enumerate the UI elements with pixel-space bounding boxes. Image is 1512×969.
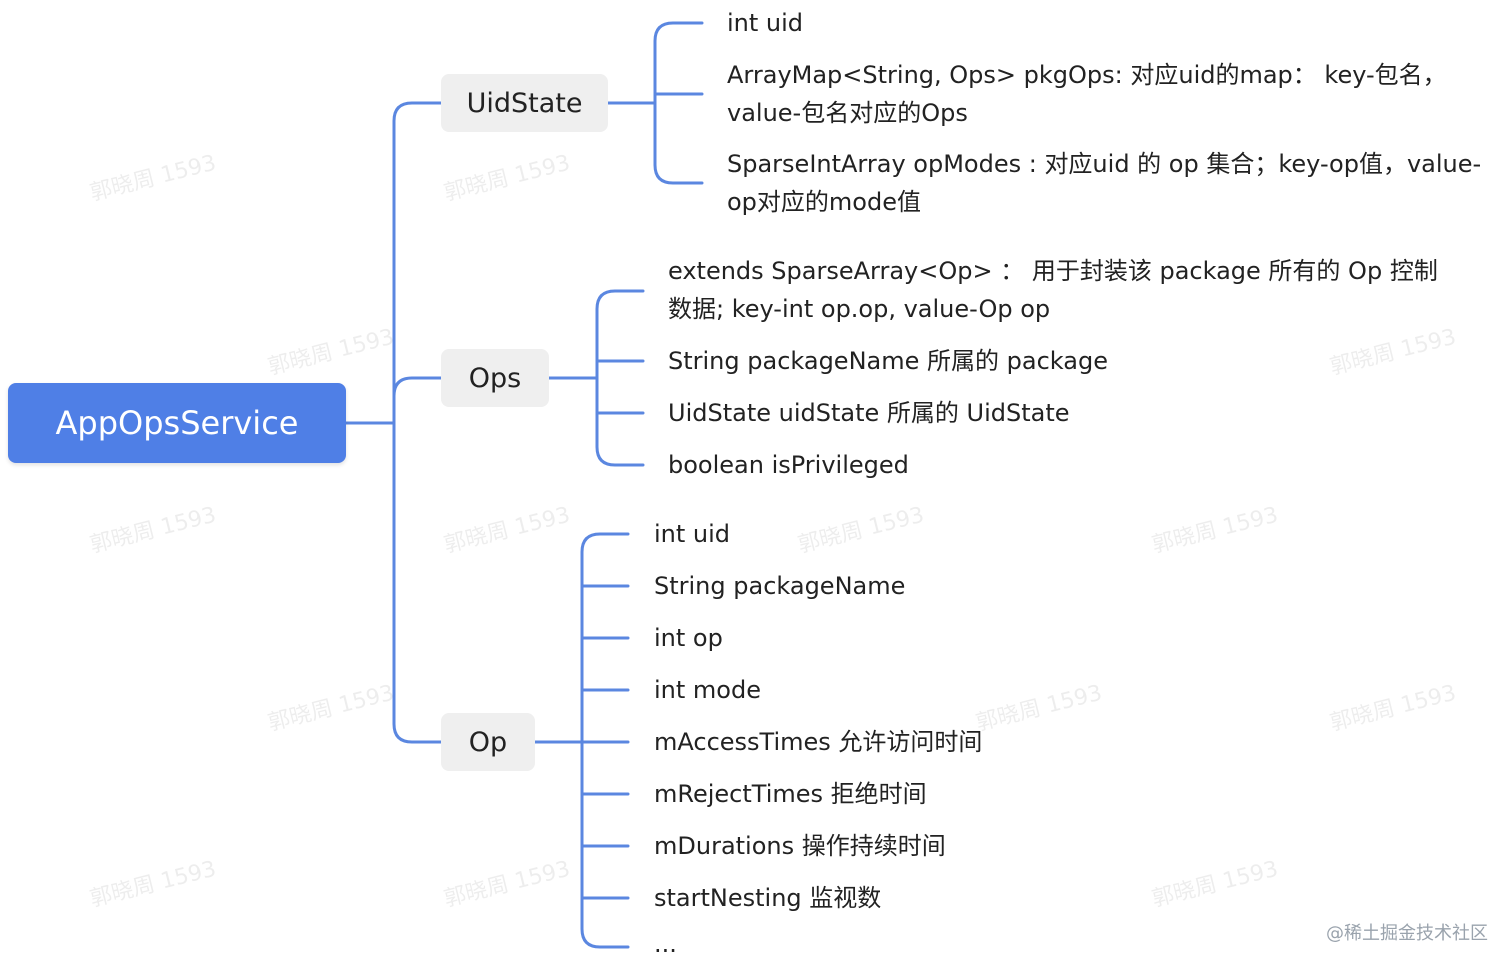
leaf-uidstate-item[interactable]: int uid — [727, 9, 804, 37]
leaf-op-item[interactable]: mRejectTimes 拒绝时间 — [654, 780, 927, 808]
leaf-op-item[interactable]: ... — [654, 930, 677, 958]
connector-uidstate-child — [653, 21, 704, 185]
branch-uidstate[interactable]: UidState — [441, 74, 608, 132]
leaf-ops-item[interactable]: UidState uidState 所属的 UidState — [668, 399, 1070, 427]
root-node[interactable]: AppOpsService — [8, 383, 346, 463]
connector-op — [392, 421, 443, 744]
root-label: AppOpsService — [55, 404, 299, 442]
leaf-ops-item[interactable]: boolean isPrivileged — [668, 451, 909, 479]
site-credit: @稀土掘金技术社区 — [1326, 923, 1488, 944]
leaf-ops-item[interactable]: extends SparseArray<Op> ： 用于封装该 package … — [668, 257, 1438, 323]
leaf-uidstate-item[interactable]: ArrayMap<String, Ops> pkgOps: 对应uid的map：… — [727, 61, 1447, 127]
leaf-ops-item[interactable]: String packageName 所属的 package — [668, 347, 1108, 375]
leaf-op-item[interactable]: int op — [654, 624, 723, 652]
leaf-op-item[interactable]: startNesting 监视数 — [654, 884, 882, 912]
leaf-op-item[interactable]: int uid — [654, 520, 731, 548]
leaf-uidstate-item[interactable]: SparseIntArray opModes : 对应uid 的 op 集合；k… — [727, 150, 1482, 216]
branch-label: UidState — [466, 87, 583, 119]
leaf-op-item[interactable]: mDurations 操作持续时间 — [654, 832, 946, 860]
leaf-op-item[interactable]: String packageName — [654, 572, 906, 600]
branch-label: Ops — [468, 362, 522, 394]
connector-ops-child — [595, 289, 645, 467]
leaf-op-item[interactable]: mAccessTimes 允许访问时间 — [654, 728, 983, 756]
connector-uidstate — [392, 101, 443, 425]
leaf-op-item[interactable]: int mode — [654, 676, 761, 704]
branch-label: Op — [468, 726, 508, 758]
branch-ops[interactable]: Ops — [441, 349, 549, 407]
branch-op[interactable]: Op — [441, 713, 535, 771]
connector-ops — [392, 376, 443, 425]
